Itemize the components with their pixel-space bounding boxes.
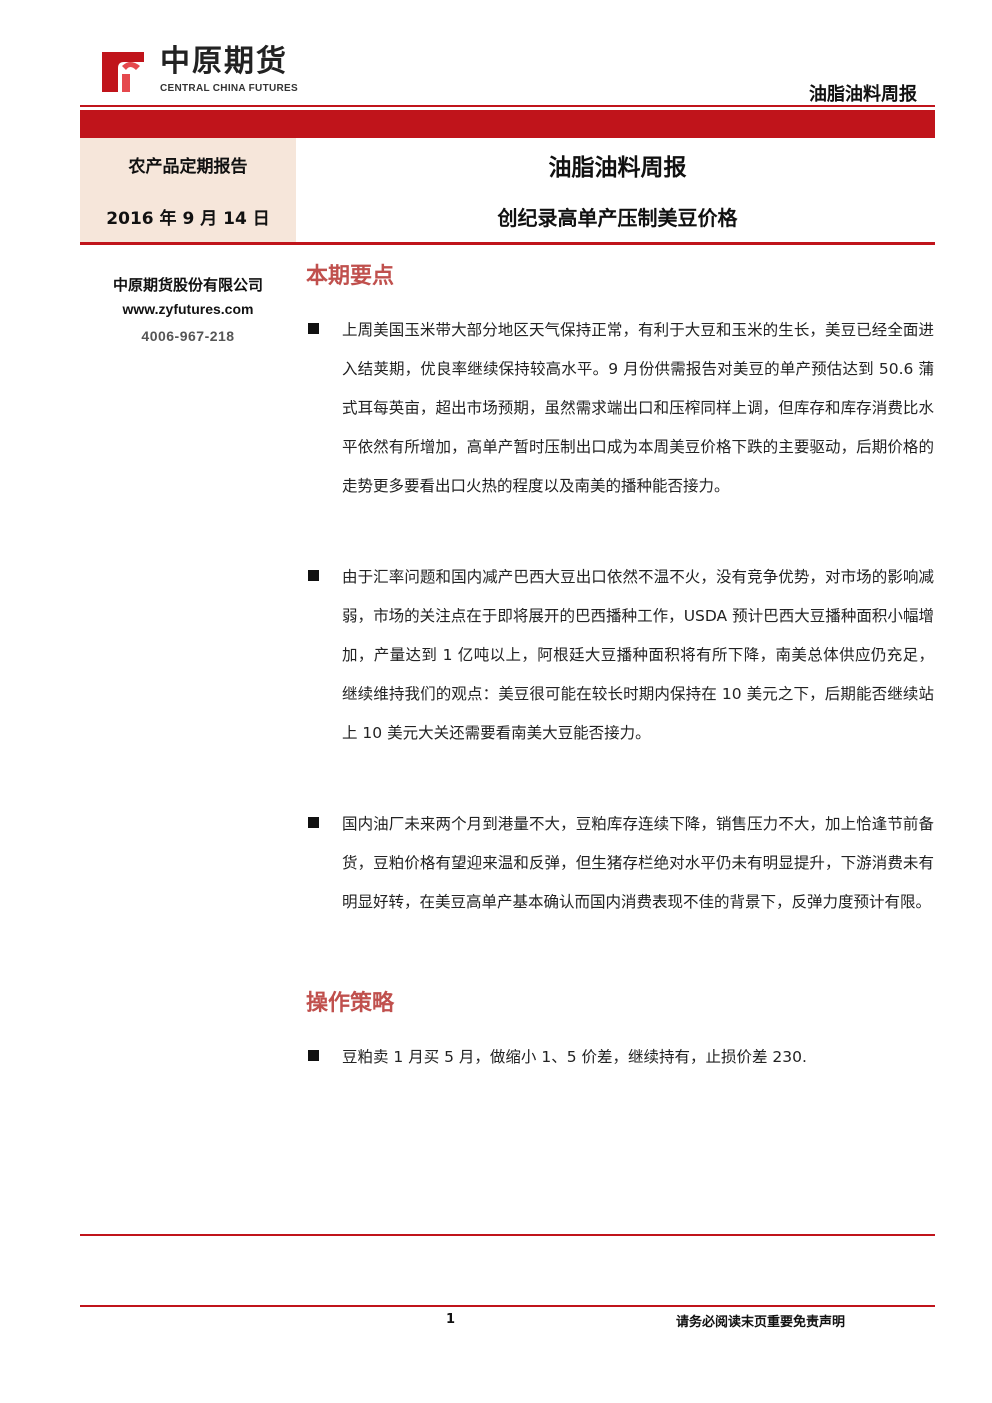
company-phone: 4006-967-218 (141, 328, 235, 344)
logo-wordmark-en: CENTRAL CHINA FUTURES (160, 83, 298, 94)
bullet-text: 上周美国玉米带大部分地区天气保持正常，有利于大豆和玉米的生长，美豆已经全面进入结… (342, 321, 934, 495)
header-band (80, 110, 935, 138)
company-name: 中原期货股份有限公司 (112, 276, 263, 294)
page-number: 1 (446, 1312, 456, 1327)
logo-wordmark-cn: 中原期货 (160, 44, 288, 79)
header-rule (80, 105, 935, 107)
page-subtitle: 创纪录高单产压制美豆价格 (497, 206, 738, 230)
footer-rule-top (80, 1234, 935, 1236)
bullet-square-icon (308, 570, 319, 581)
section-heading-key-points: 本期要点 (306, 264, 395, 289)
bullet-text: 豆粕卖 1 月买 5 月，做缩小 1、5 价差，继续持有，止损价差 230. (342, 1048, 807, 1066)
disclaimer-note: 请务必阅读末页重要免责声明 (676, 1315, 846, 1330)
report-type: 农产品定期报告 (128, 157, 248, 177)
list-item: 上周美国玉米带大部分地区天气保持正常，有利于大豆和玉米的生长，美豆已经全面进入结… (306, 311, 934, 506)
list-item: 由于汇率问题和国内减产巴西大豆出口依然不温不火，没有竞争优势，对市场的影响减弱，… (306, 558, 934, 753)
footer-rule-bottom (80, 1305, 935, 1307)
bullet-square-icon (308, 817, 319, 828)
report-date: 2016 年 9 月 14 日 (106, 209, 270, 229)
list-item: 国内油厂未来两个月到港量不大，豆粕库存连续下降，销售压力不大，加上恰逢节前备货，… (306, 805, 934, 922)
company-logo-icon (100, 48, 148, 96)
running-title: 油脂油料周报 (809, 84, 917, 105)
company-website: www.zyfutures.com (122, 301, 254, 317)
page-title: 油脂油料周报 (548, 155, 687, 181)
bullet-text: 国内油厂未来两个月到港量不大，豆粕库存连续下降，销售压力不大，加上恰逢节前备货，… (342, 815, 934, 911)
bullet-square-icon (308, 1050, 319, 1061)
bullet-square-icon (308, 323, 319, 334)
section-heading-strategy: 操作策略 (306, 991, 395, 1016)
title-left-panel (80, 138, 296, 242)
bullet-text: 由于汇率问题和国内减产巴西大豆出口依然不温不火，没有竞争优势，对市场的影响减弱，… (342, 568, 934, 742)
title-rule (80, 242, 935, 245)
list-item: 豆粕卖 1 月买 5 月，做缩小 1、5 价差，继续持有，止损价差 230. (306, 1038, 934, 1077)
